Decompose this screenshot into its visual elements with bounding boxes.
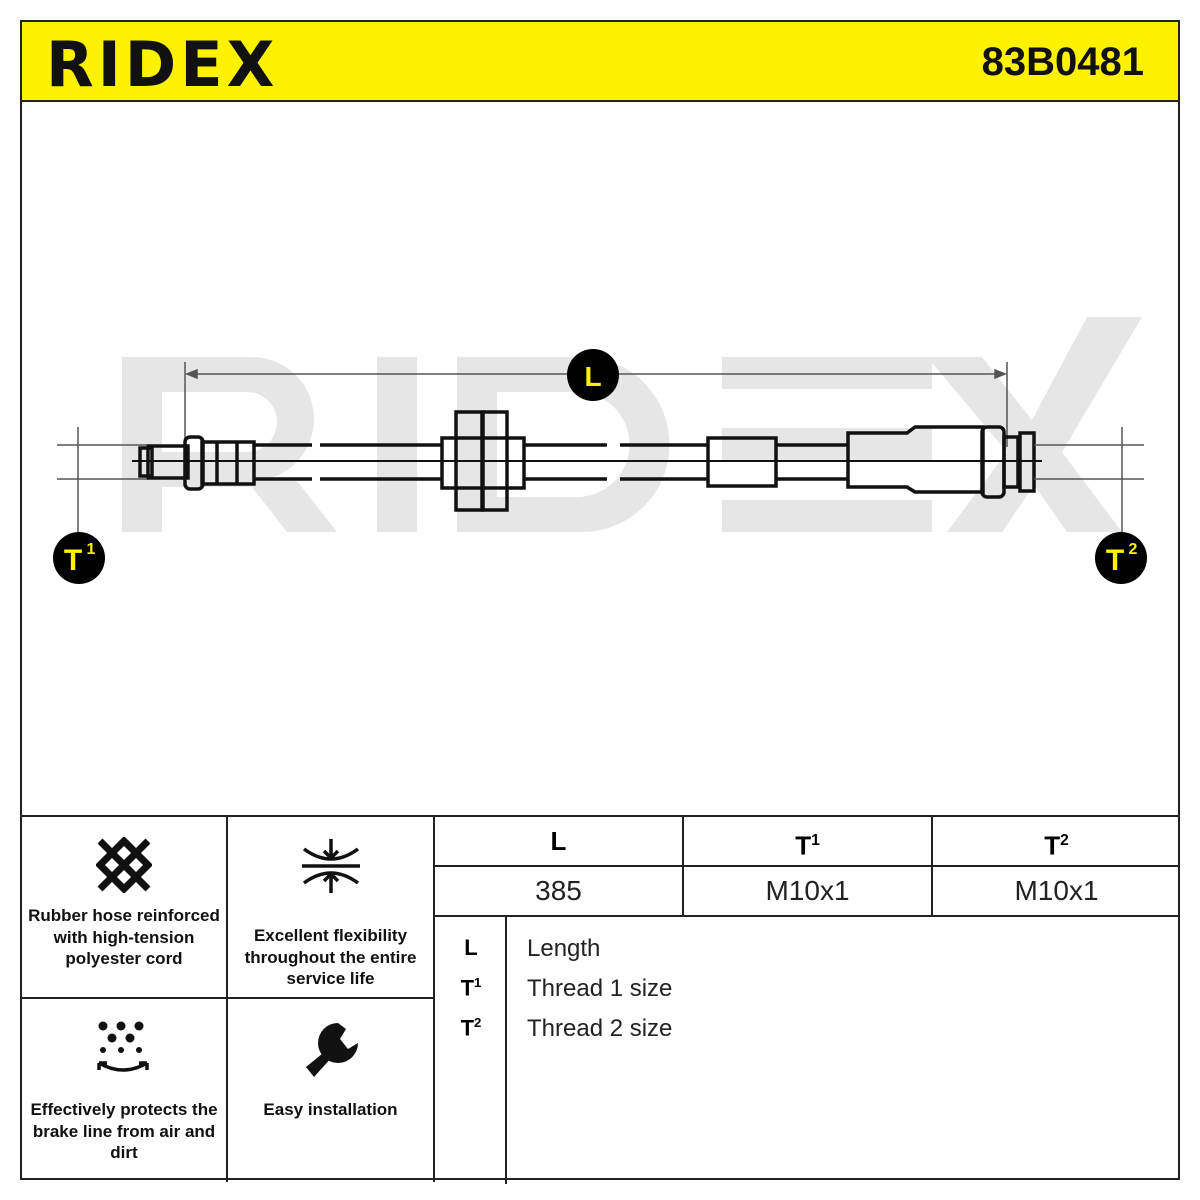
legend-value: Thread 1 size bbox=[527, 975, 673, 1002]
legend-value: Thread 2 size bbox=[527, 1015, 673, 1042]
spec-header-length: L bbox=[435, 817, 684, 867]
feature-text: Effectively protects the brake line from… bbox=[30, 1100, 218, 1162]
feature-text: Rubber hose reinforced with high-tension… bbox=[28, 906, 220, 968]
spec-value-length: 385 bbox=[435, 867, 684, 917]
mesh-icon bbox=[96, 837, 152, 893]
legend-row: T1 Thread 1 size bbox=[435, 975, 1180, 1007]
legend-value: Length bbox=[527, 935, 601, 962]
protection-icon bbox=[97, 1021, 149, 1072]
brand-logo: RIDEX bbox=[46, 28, 279, 101]
watermark bbox=[122, 317, 1142, 532]
t2-dimension bbox=[1034, 427, 1144, 532]
t1-badge: T 1 bbox=[53, 532, 105, 584]
feature-protection: Effectively protects the brake line from… bbox=[22, 999, 228, 1182]
wrench-icon bbox=[305, 1023, 358, 1077]
spec-table: L T1 T2 385 M10x1 M10x1 L Length T1 Thre… bbox=[433, 815, 1180, 1184]
feature-installation: Easy installation bbox=[228, 999, 433, 1182]
spec-header-t1: T1 bbox=[684, 817, 933, 867]
header-bar: RIDEX 83B0481 bbox=[22, 22, 1178, 102]
length-badge: L bbox=[567, 349, 619, 401]
legend-key: T1 bbox=[460, 975, 482, 1001]
feature-mesh: Rubber hose reinforced with high-tension… bbox=[22, 815, 228, 999]
part-number: 83B0481 bbox=[981, 40, 1144, 84]
legend-row: L Length bbox=[435, 935, 1180, 967]
svg-text:T: T bbox=[1106, 544, 1124, 577]
feature-text: Easy installation bbox=[263, 1100, 398, 1119]
t1-dimension bbox=[57, 427, 147, 532]
svg-text:1: 1 bbox=[87, 541, 96, 558]
hose-drawing bbox=[132, 410, 1042, 512]
spec-value-t2: M10x1 bbox=[933, 867, 1180, 917]
spec-header-t2: T2 bbox=[933, 817, 1180, 867]
legend-row: T2 Thread 2 size bbox=[435, 1015, 1180, 1047]
product-sheet: RIDEX 83B0481 bbox=[20, 20, 1180, 1184]
feature-flexibility: Excellent flexibility throughout the ent… bbox=[228, 815, 433, 999]
legend-key: T2 bbox=[460, 1015, 482, 1041]
flexibility-icon bbox=[301, 839, 360, 893]
hose-diagram: L bbox=[22, 102, 1178, 815]
svg-text:L: L bbox=[584, 361, 601, 392]
legend-divider bbox=[435, 917, 507, 1184]
spec-value-t1: M10x1 bbox=[684, 867, 933, 917]
t2-badge: T 2 bbox=[1095, 532, 1147, 584]
svg-text:T: T bbox=[64, 544, 82, 577]
svg-text:2: 2 bbox=[1129, 541, 1138, 558]
feature-text: Excellent flexibility throughout the ent… bbox=[244, 926, 417, 988]
legend-key: L bbox=[464, 935, 478, 960]
